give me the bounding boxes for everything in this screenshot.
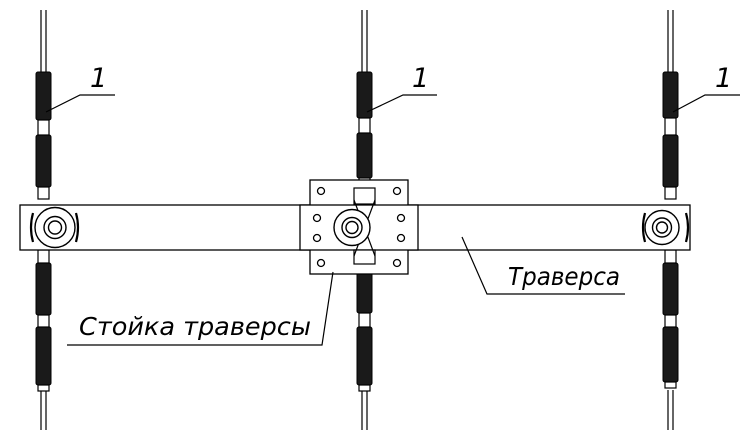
insulator-column-middle [356,10,373,430]
insulator-mark-middle: 1 [412,63,429,94]
beam-clamp-middle [333,208,371,247]
traverse-label: Траверса [508,262,620,291]
leader-traverse-post [67,271,334,346]
plate-bolt-holes [312,186,406,268]
column-middle-insulator-lower [356,262,373,386]
column-middle-insulator-upper [356,71,373,179]
insulator-mark-right: 1 [715,63,732,94]
column-right-insulator-upper [662,71,679,188]
leader-lines [45,94,740,346]
leader-insulator-left [45,94,115,113]
column-left-insulator-upper [35,71,52,188]
column-right-insulator-lower [662,262,679,383]
column-right-connectors [664,117,677,389]
leader-insulator-right [672,94,740,113]
column-left-wires [40,10,47,430]
column-middle-wires [361,10,368,430]
insulator-mark-left: 1 [90,63,107,94]
beam-clamp-right [641,209,690,246]
leader-traverse [461,236,625,295]
beam-clamp-left [29,206,80,249]
insulator-column-left [35,10,52,430]
column-left-connectors [37,119,50,392]
column-right-wires [667,10,674,430]
leader-insulator-middle [366,94,437,113]
traverse-post-label: Стойка траверсы [79,312,311,341]
insulator-column-right [662,10,679,430]
